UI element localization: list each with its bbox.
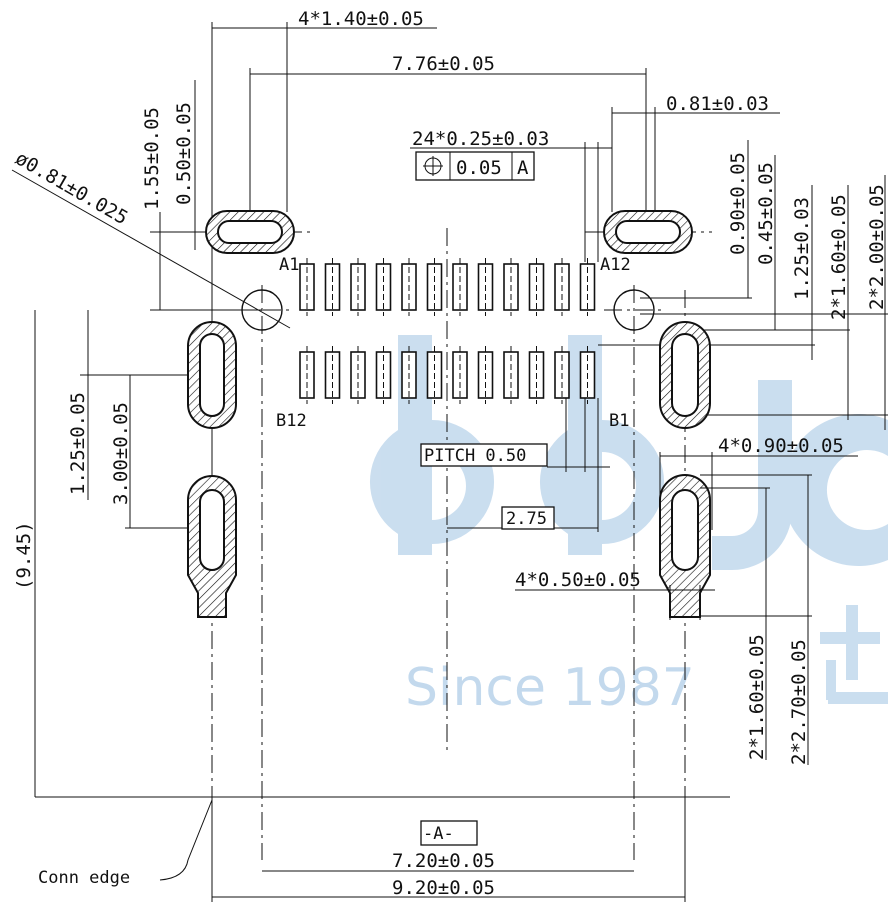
dim-left-1-25: 1.25±0.05 [67, 392, 89, 495]
left-body-vertical-dims: 1.25±0.05 3.00±0.05 (9.45) [13, 310, 212, 797]
pad-row-a [299, 258, 596, 316]
right-lower-dims: 4*0.90±0.05 4*0.50±0.05 2*1.60±0.05 2*2.… [515, 435, 858, 765]
dim-left-3-00: 3.00±0.05 [110, 402, 132, 505]
dim-right-0-45: 0.45±0.05 [755, 162, 777, 265]
left-slot-lower [187, 475, 237, 618]
pin-label-a1: A1 [279, 255, 299, 275]
right-slot-lower [659, 474, 711, 618]
dim-left-1-55: 1.55±0.05 [141, 107, 163, 210]
tolerance-datum: A [517, 157, 529, 179]
dim-row-offset: 2.75 [506, 509, 547, 529]
dim-right-0-90: 0.90±0.05 [727, 152, 749, 255]
hole-right [613, 289, 655, 331]
dim-pad-width: 24*0.25±0.03 [412, 128, 549, 150]
dim-pitch: PITCH 0.50 [424, 446, 526, 466]
dim-right-2x2-00: 2*2.00±0.05 [866, 184, 888, 310]
datum-label: -A- [423, 824, 454, 844]
dim-left-0-50: 0.50±0.05 [173, 102, 195, 205]
top-dimensions: 4*1.40±0.05 7.76±0.05 0.81±0.03 24*0.25±… [211, 8, 780, 612]
row-offset-callout: 2.75 [447, 398, 599, 532]
top-slot-right [603, 210, 693, 254]
pin-label-a12: A12 [600, 255, 631, 275]
watermark-tagline: Since 1987 [405, 658, 695, 718]
hole-left [241, 289, 283, 331]
dim-stub-width: 4*0.50±0.05 [515, 569, 641, 591]
pin-label-b12: B12 [276, 411, 307, 431]
dim-bottom-7-20: 7.20±0.05 [392, 850, 495, 872]
left-top-vertical-dims: 1.55±0.05 0.50±0.05 [141, 80, 262, 311]
dim-left-9-45: (9.45) [13, 521, 35, 590]
dim-hole-dia: ø0.81±0.025 [12, 147, 132, 229]
top-slot-left [205, 210, 295, 254]
dim-slot-height-top: 0.81±0.03 [666, 93, 769, 115]
dim-right-2x1-60: 2*1.60±0.05 [828, 194, 850, 320]
dim-bottom-9-20: 9.20±0.05 [392, 877, 495, 899]
dim-lower-2x1-60: 2*1.60±0.05 [746, 634, 768, 760]
conn-edge-callout: Conn edge [38, 799, 213, 888]
dim-right-1-25: 1.25±0.03 [791, 197, 813, 300]
right-slot-upper [659, 321, 711, 429]
pin-label-b1: B1 [609, 411, 629, 431]
pitch-callout: PITCH 0.50 [420, 398, 610, 472]
tolerance-frame: 0.05 A [415, 151, 535, 181]
dim-slot-width-lower: 4*0.90±0.05 [718, 435, 844, 457]
dim-slot-width-top: 4*1.40±0.05 [298, 8, 424, 30]
watermark-logo [369, 335, 888, 704]
center-lines [160, 228, 712, 860]
watermark: Since 1987 [369, 335, 888, 718]
tolerance-value: 0.05 [456, 157, 502, 179]
dim-lower-2x2-70: 2*2.70±0.05 [788, 639, 810, 765]
dim-hole-span: 7.76±0.05 [392, 53, 495, 75]
pad-row-b [299, 346, 596, 404]
right-top-vertical-dims: 0.90±0.05 0.45±0.05 1.25±0.03 2*1.60±0.0… [598, 140, 888, 430]
bottom-dims: -A- 7.20±0.05 9.20±0.05 [35, 796, 730, 902]
left-slot-upper [187, 321, 237, 429]
conn-edge-label: Conn edge [38, 868, 130, 888]
